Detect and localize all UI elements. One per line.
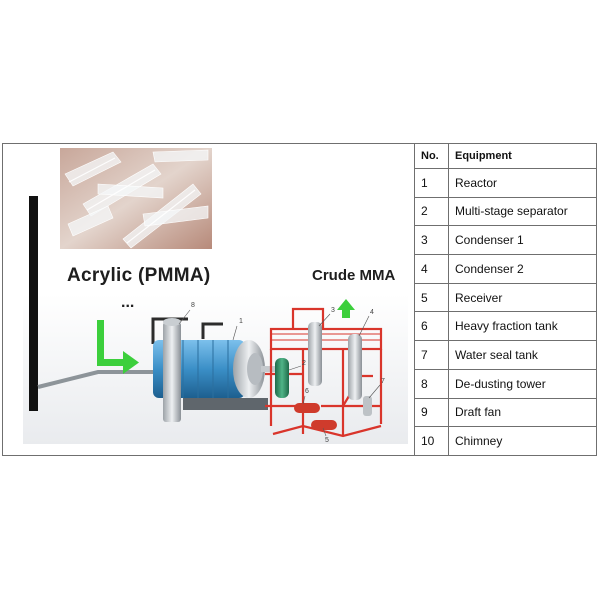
row-equipment: Draft fan bbox=[448, 397, 597, 428]
condenser-2 bbox=[348, 334, 362, 400]
row-no: 6 bbox=[414, 311, 449, 342]
row-no: 10 bbox=[414, 426, 449, 456]
row-equipment: Heavy fraction tank bbox=[448, 311, 597, 342]
callout-5: 5 bbox=[325, 437, 329, 444]
acrylic-label: Acrylic (PMMA) bbox=[67, 265, 211, 286]
callout-4: 4 bbox=[370, 309, 374, 316]
table-header-row: No. Equipment bbox=[414, 143, 597, 169]
row-no: 8 bbox=[414, 368, 449, 399]
row-no: 5 bbox=[414, 282, 449, 313]
callout-3: 3 bbox=[331, 307, 335, 314]
row-no: 2 bbox=[414, 196, 449, 227]
row-equipment: Multi-stage separator bbox=[448, 196, 597, 227]
row-no: 9 bbox=[414, 397, 449, 428]
receiver bbox=[311, 420, 337, 430]
feed-arrow bbox=[97, 320, 139, 374]
multi-stage-separator bbox=[275, 358, 289, 398]
de-dusting-tower bbox=[163, 318, 181, 422]
heavy-fraction-tank bbox=[294, 403, 320, 413]
output-arrow bbox=[337, 299, 355, 318]
callout-7: 7 bbox=[381, 378, 385, 385]
row-equipment: Chimney bbox=[448, 426, 597, 456]
row-equipment: Water seal tank bbox=[448, 340, 597, 370]
crude-mma-label: Crude MMA bbox=[312, 267, 396, 284]
water-seal-tank bbox=[363, 396, 372, 416]
callout-6: 6 bbox=[305, 388, 309, 395]
plant-illustration bbox=[23, 148, 408, 444]
row-no: 4 bbox=[414, 253, 449, 284]
plant-diagram: Acrylic (PMMA) Crude MMA ... 1 2 3 4 5 6… bbox=[3, 144, 414, 455]
row-equipment: Condenser 2 bbox=[448, 253, 597, 284]
row-equipment: Reactor bbox=[448, 167, 597, 198]
acrylic-photo bbox=[60, 148, 212, 249]
callout-1: 1 bbox=[239, 318, 243, 325]
row-equipment: De-dusting tower bbox=[448, 368, 597, 399]
condenser-1 bbox=[308, 322, 322, 386]
flue-pipe bbox=[37, 370, 153, 389]
row-equipment: Condenser 1 bbox=[448, 225, 597, 255]
red-frame bbox=[265, 307, 383, 438]
callout-8: 8 bbox=[191, 302, 195, 309]
row-no: 1 bbox=[414, 167, 449, 198]
callout-2: 2 bbox=[302, 360, 306, 367]
row-equipment: Receiver bbox=[448, 282, 597, 313]
header-equipment: Equipment bbox=[448, 143, 597, 169]
chimney bbox=[29, 196, 38, 411]
row-no: 7 bbox=[414, 340, 449, 370]
pipe bbox=[201, 322, 223, 339]
header-no: No. bbox=[414, 143, 449, 169]
ellipsis-label: ... bbox=[121, 294, 135, 311]
row-no: 3 bbox=[414, 225, 449, 255]
